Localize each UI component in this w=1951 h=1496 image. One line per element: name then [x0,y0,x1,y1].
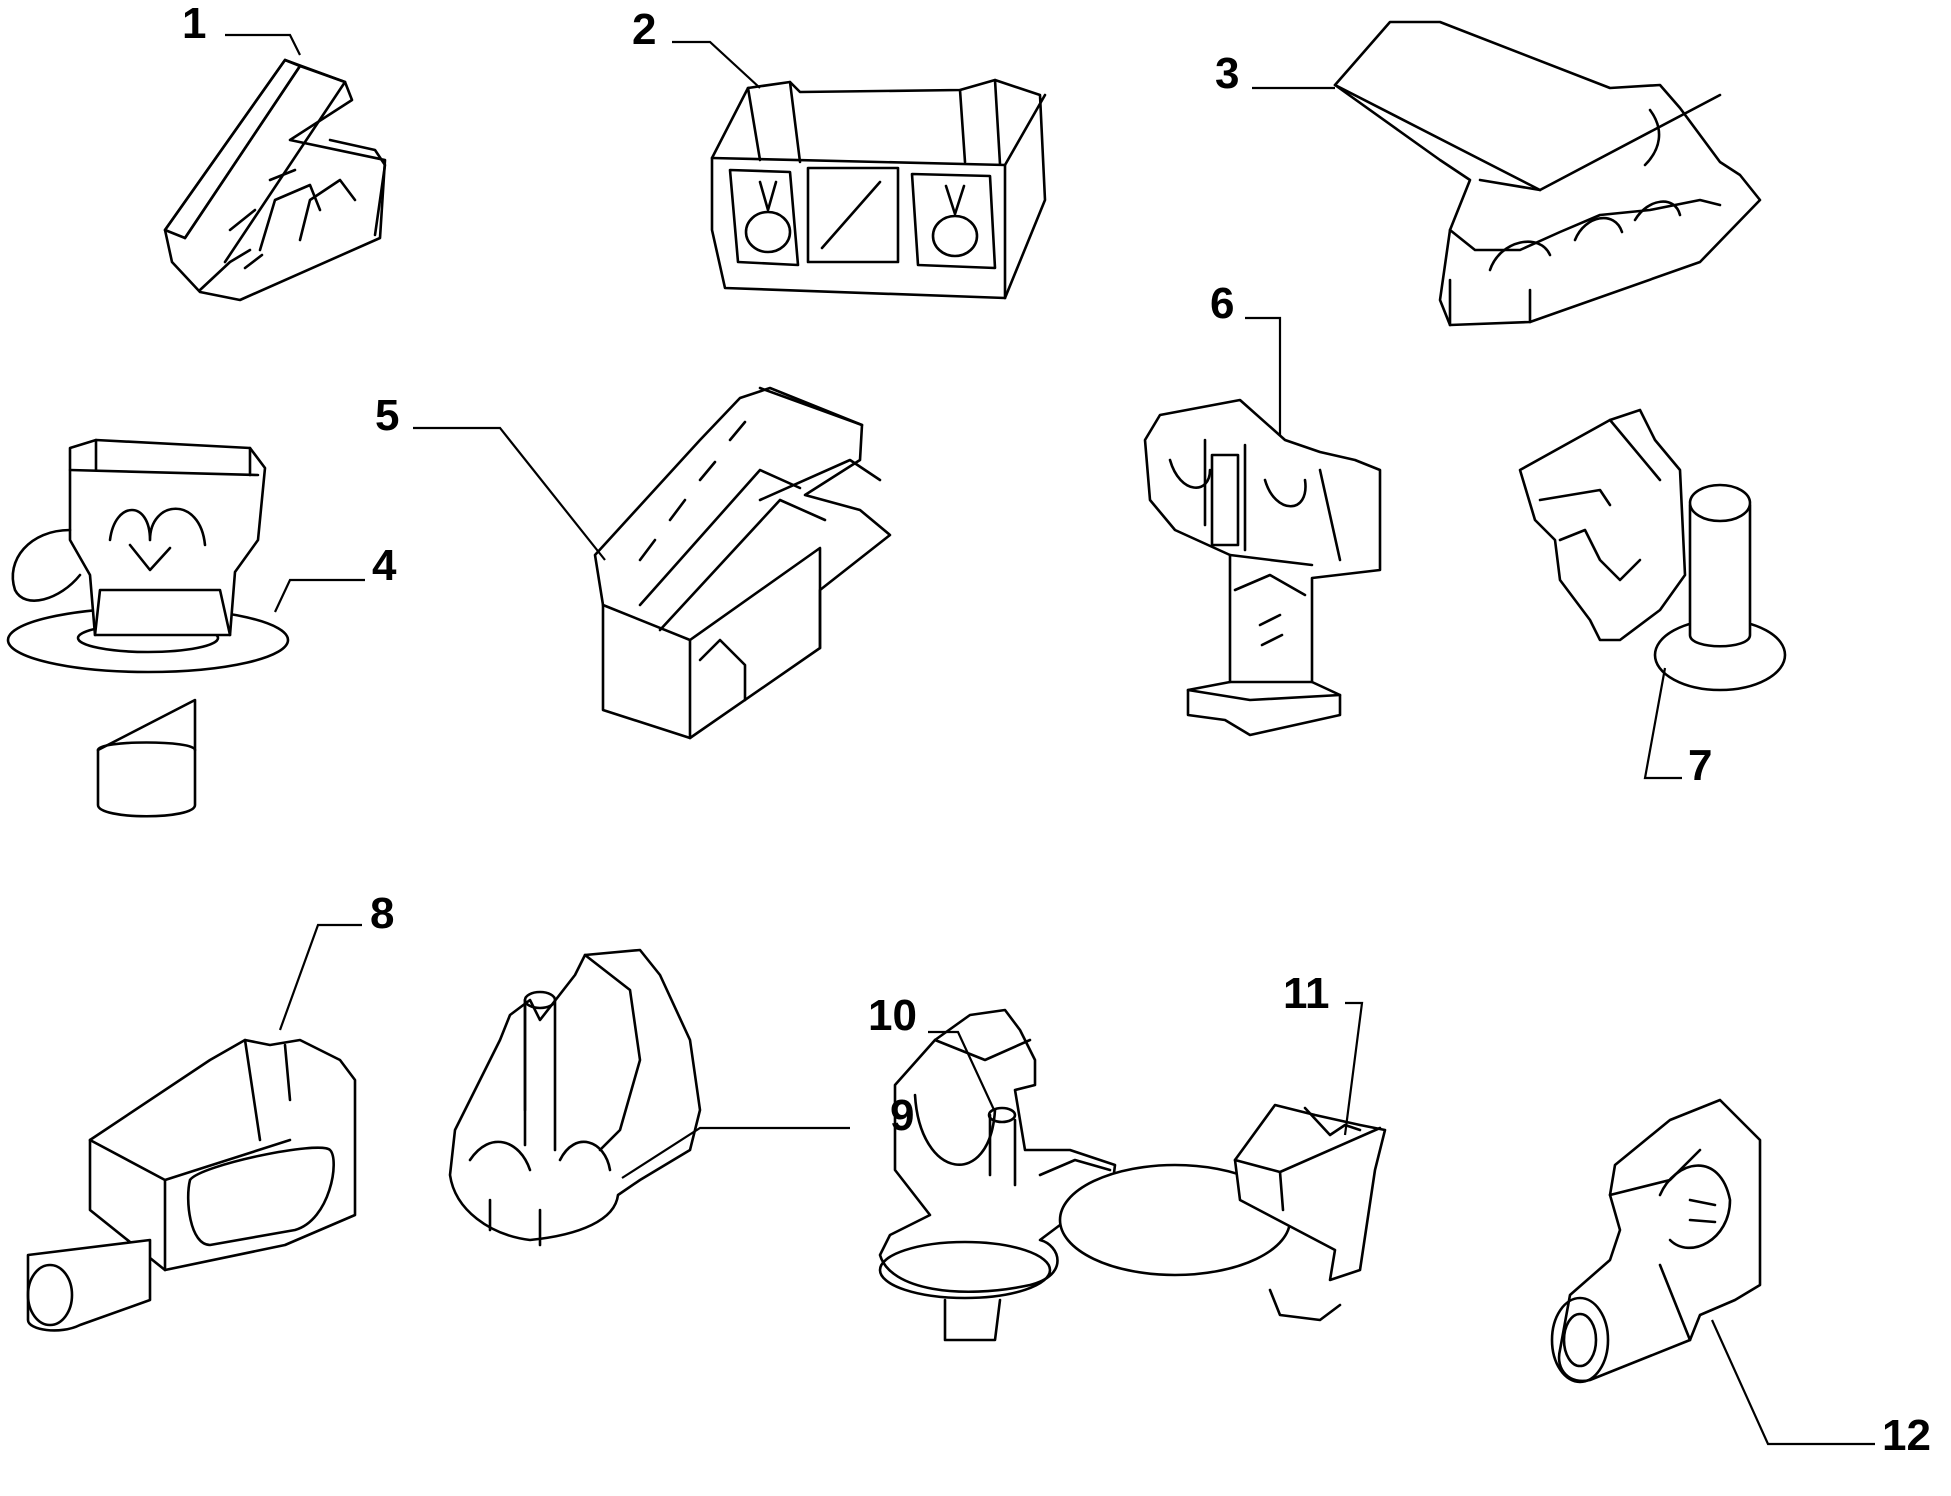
callout-6: 6 [1210,279,1234,328]
part-3-tray-clip[interactable] [1333,20,1762,327]
leader-1 [225,33,301,56]
part-12-barrel-clip[interactable] [1550,1098,1762,1384]
part-2-retainer-block[interactable] [710,78,1047,300]
leader-12 [1710,1319,1875,1446]
leader-9 [621,1126,850,1179]
callout-7: 7 [1688,741,1712,790]
part-11-oval-clip[interactable] [1058,1103,1387,1322]
callout-2: 2 [632,5,656,54]
part-8-saddle-clip[interactable] [26,1038,357,1332]
callout-5: 5 [375,391,399,440]
part-5-cable-channel[interactable] [593,386,892,740]
callout-3: 3 [1215,49,1239,98]
callout-9: 9 [890,1091,914,1140]
leader-2 [672,40,761,89]
part-6-post-clip[interactable] [1143,398,1382,737]
callout-4: 4 [372,541,397,590]
part-1-angled-clip[interactable] [163,58,387,302]
callout-8: 8 [370,889,394,938]
leader-11 [1343,1001,1364,1136]
leader-6 [1245,316,1282,435]
part-7-hook-clip[interactable] [1518,408,1787,692]
callout-12: 12 [1882,1411,1931,1460]
callout-1: 1 [182,0,206,48]
leader-10 [928,1030,996,1113]
leader-5 [413,426,606,561]
leader-7 [1643,667,1682,780]
callout-10: 10 [868,991,917,1040]
part-10-tall-clip[interactable] [878,1008,1117,1342]
part-9-pin-clip[interactable] [448,948,702,1247]
leader-4 [274,578,365,613]
leader-8 [278,923,362,1031]
callout-11: 11 [1283,969,1330,1018]
part-4-strap-clip[interactable] [6,438,290,818]
